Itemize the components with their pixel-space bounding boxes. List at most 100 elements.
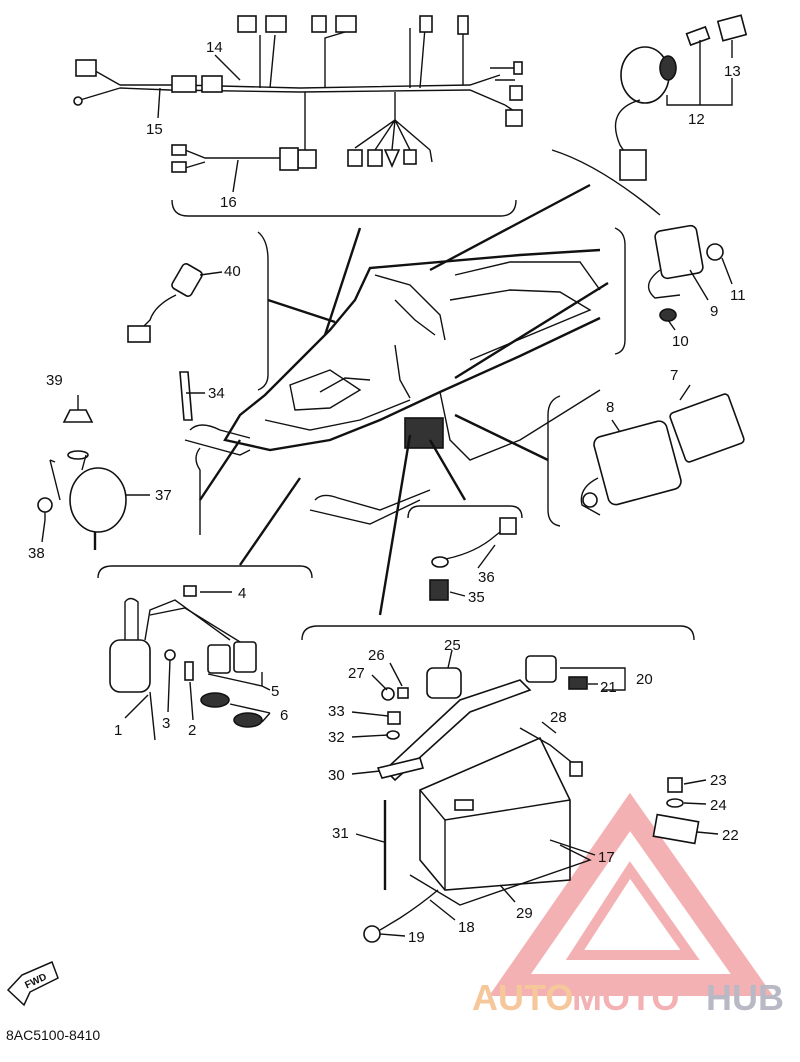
ski-left-tip xyxy=(189,424,251,439)
bolt-33 xyxy=(387,711,401,725)
handlebar-switch-assembly xyxy=(127,263,203,343)
seat-side xyxy=(449,289,592,361)
part-label-30: 30 xyxy=(328,767,345,784)
horn-assembly xyxy=(37,409,127,550)
horn-body xyxy=(69,467,127,533)
watermark-text-hub: HUB xyxy=(706,977,784,1018)
main-switch-connector xyxy=(619,149,647,181)
part-label-38: 38 xyxy=(28,545,45,562)
connector-fan-4 xyxy=(403,149,417,165)
connector-14b xyxy=(201,75,223,93)
part-label-11: 11 xyxy=(730,287,746,304)
bracket-battery xyxy=(301,625,695,641)
temp-sensor xyxy=(429,579,449,601)
part-label-16: 16 xyxy=(220,194,237,211)
part-label-27: 27 xyxy=(348,665,365,682)
terminal-washer xyxy=(666,798,684,808)
voltage-regulator xyxy=(593,420,682,506)
watermark-triangle-inner xyxy=(565,861,700,960)
connector-top-1 xyxy=(237,15,257,33)
connector-14a xyxy=(171,75,197,93)
watermark-triangle xyxy=(488,792,774,996)
part-number-labels: 1 2 3 4 5 6 7 8 9 10 11 12 13 14 15 16 1… xyxy=(28,39,746,946)
part-label-24: 24 xyxy=(710,797,727,814)
leader-cdi xyxy=(454,281,609,380)
bracket-handlebar xyxy=(257,231,269,391)
terminal-15b xyxy=(73,96,83,106)
hood-detail xyxy=(319,377,371,393)
part-label-36: 36 xyxy=(478,569,495,586)
bracket-ignition xyxy=(97,565,313,579)
sensor-terminal xyxy=(431,556,449,568)
leader-switch xyxy=(429,183,591,272)
hood-crease xyxy=(264,399,411,431)
switch-key xyxy=(685,25,711,47)
part-label-28: 28 xyxy=(550,709,567,726)
seat-top xyxy=(454,261,601,291)
hose-clamp xyxy=(363,925,381,943)
coil-ground xyxy=(149,691,156,741)
grommet-2 xyxy=(233,712,263,728)
connector-top-4 xyxy=(335,15,357,33)
part-label-39: 39 xyxy=(46,372,63,389)
harness-fan xyxy=(354,119,431,151)
part-label-37: 37 xyxy=(155,487,172,504)
connector-16a xyxy=(171,144,187,156)
switch-cover xyxy=(716,14,748,42)
part-label-4: 4 xyxy=(238,585,246,602)
battery-lead-terminal xyxy=(569,761,583,777)
horn-stud xyxy=(81,454,87,471)
connector-fan-1 xyxy=(347,149,363,167)
bracket-cdi xyxy=(614,227,626,355)
connector-fan-3 xyxy=(383,149,401,168)
part-label-23: 23 xyxy=(710,772,727,789)
battery-band xyxy=(383,679,532,782)
connector-fan-2 xyxy=(367,149,383,167)
connector-mid xyxy=(297,149,317,169)
harness-main xyxy=(120,74,501,89)
harness-branch-3 xyxy=(409,27,426,89)
harness-16 xyxy=(184,149,280,169)
part-label-32: 32 xyxy=(328,729,345,746)
bracket-sensor xyxy=(407,505,523,519)
snowmobile-body xyxy=(184,248,601,525)
horn-washer xyxy=(67,450,89,460)
part-label-33: 33 xyxy=(328,703,345,720)
part-label-10: 10 xyxy=(672,333,689,350)
connector-right-3 xyxy=(505,109,523,127)
part-label-1: 1 xyxy=(114,722,122,739)
leader-regulator xyxy=(454,413,549,462)
regulator-terminal xyxy=(582,492,598,508)
harness-main-2 xyxy=(119,87,506,106)
part-label-26: 26 xyxy=(368,647,385,664)
windshield xyxy=(374,274,446,341)
regulator-assembly xyxy=(580,393,745,516)
bracket-regulator xyxy=(547,395,561,527)
part-label-34: 34 xyxy=(208,385,225,402)
ski-right-bottom xyxy=(309,499,421,525)
body-vent xyxy=(404,417,444,449)
main-switch-assembly xyxy=(614,14,748,181)
horn-nut xyxy=(62,409,94,423)
track-tunnel xyxy=(439,389,601,461)
coil-lead-2 xyxy=(144,599,231,641)
mounting-bracket-34 xyxy=(179,371,193,421)
part-label-35: 35 xyxy=(468,589,485,606)
part-label-20: 20 xyxy=(636,671,653,688)
fuse xyxy=(568,676,588,690)
spark-plug-cap-boot xyxy=(183,585,197,597)
connector-right-2 xyxy=(509,85,523,101)
battery-terminal xyxy=(454,799,474,811)
coil-washer xyxy=(164,649,176,661)
bracket-horn xyxy=(195,447,201,535)
part-label-31: 31 xyxy=(332,825,349,842)
connector-top-3 xyxy=(311,15,327,33)
part-label-19: 19 xyxy=(408,929,425,946)
cdi-wire xyxy=(647,269,681,299)
part-label-5: 5 xyxy=(271,683,279,700)
horn-pointer xyxy=(49,459,61,501)
connector-right-1 xyxy=(513,61,523,75)
grommet-1 xyxy=(200,692,230,708)
connector-top-6 xyxy=(457,15,469,35)
part-label-7: 7 xyxy=(670,367,678,384)
